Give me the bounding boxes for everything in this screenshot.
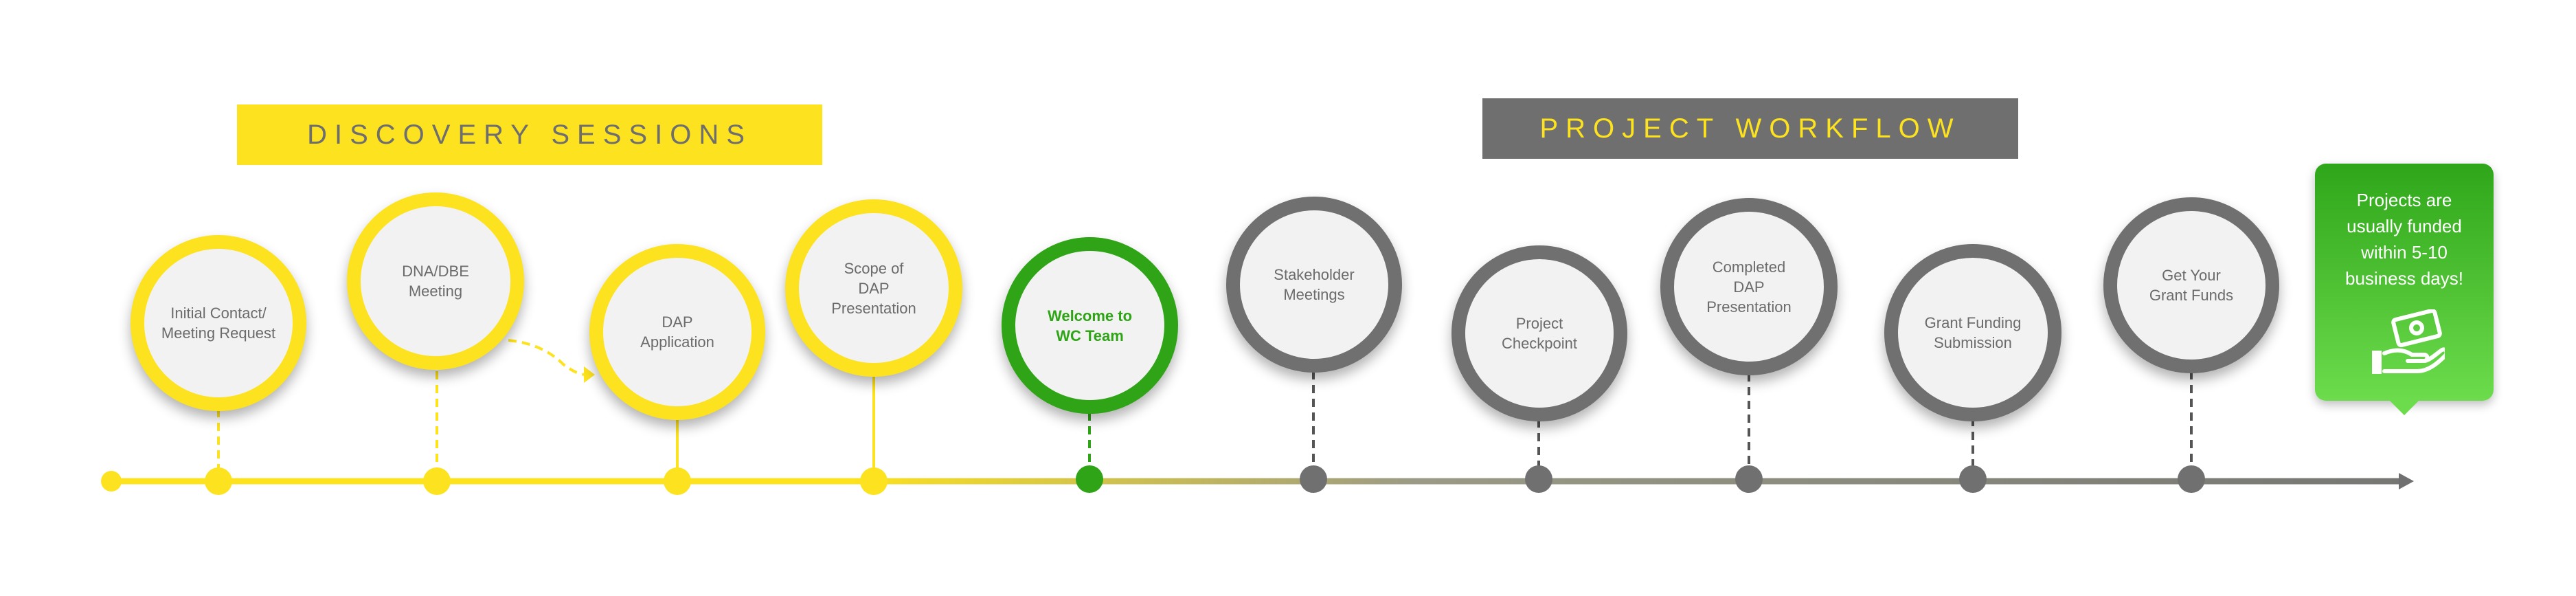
step-label: Initial Contact/Meeting Request	[161, 305, 276, 342]
project-workflow-title: PROJECT WORKFLOW	[1539, 113, 1961, 144]
timeline-dot-step-4	[860, 467, 888, 495]
discovery-sessions-title: DISCOVERY SESSIONS	[307, 119, 752, 150]
timeline-dot-step-5	[1076, 465, 1103, 493]
timeline-dot-step-3	[664, 467, 691, 495]
dashed-arrow-head	[584, 366, 595, 383]
hand-money-icon	[2372, 309, 2445, 374]
timeline-dot-step-6	[1300, 465, 1327, 493]
project-workflow-banner: PROJECT WORKFLOW	[1482, 98, 2018, 159]
timeline-dot-step-9	[1959, 465, 1987, 493]
timeline-arrowhead	[2399, 473, 2414, 489]
funding-callout-pointer	[2386, 397, 2422, 415]
timeline-dot-step-1	[205, 467, 232, 495]
discovery-sessions-banner: DISCOVERY SESSIONS	[237, 104, 822, 165]
step-initial-contact: Initial Contact/Meeting Request	[131, 235, 306, 411]
timeline-start-dot	[101, 471, 122, 492]
funding-callout	[2315, 164, 2494, 401]
timeline-dot-step-7	[1525, 465, 1552, 493]
dashed-arrow-curve	[508, 339, 586, 376]
timeline-dot-step-10	[2178, 465, 2205, 493]
timeline-dot-step-2	[423, 467, 451, 495]
timeline-dot-step-8	[1735, 465, 1763, 493]
